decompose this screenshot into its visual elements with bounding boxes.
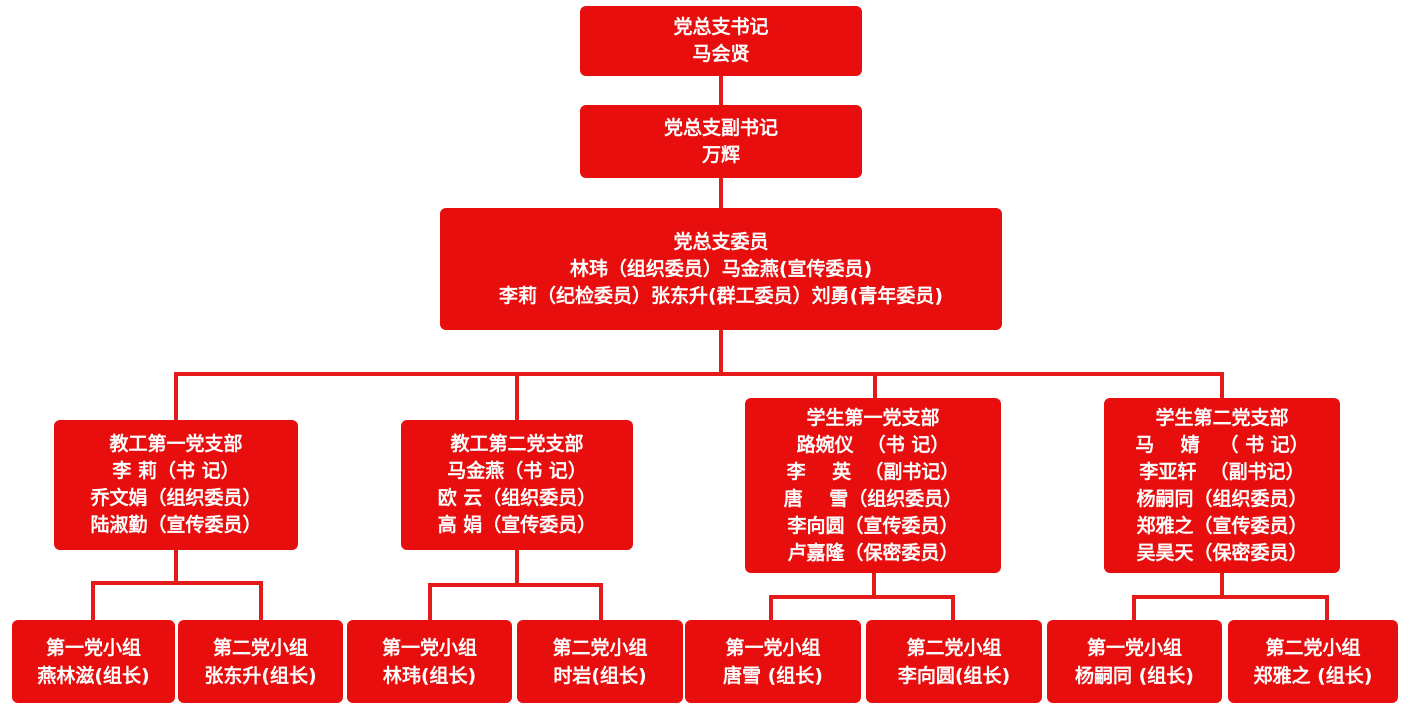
secretary-name: 马会贤 (692, 43, 750, 65)
group-leader: 郑雅之 (组长) (1253, 664, 1373, 687)
vice-secretary-name: 万辉 (701, 143, 740, 166)
branch-title: 教工第一党支部 (109, 433, 243, 455)
group-box: 第一党小组燕林滋(组长) (12, 620, 175, 703)
branch-member: 郑雅之（宣传委员） (1136, 514, 1308, 537)
group-name: 第二党小组 (552, 636, 648, 659)
secretary-title: 党总支书记 (673, 16, 769, 38)
group-box: 第二党小组郑雅之 (组长) (1228, 620, 1398, 703)
vice-secretary-box: 党总支副书记 万辉 (580, 105, 862, 178)
branch-member: 乔文娟（组织委员） (90, 487, 262, 509)
branch-member: 李向圆（宣传委员） (787, 514, 959, 537)
branch-title: 学生第二党支部 (1155, 406, 1289, 429)
branch-box-student-1: 学生第一党支部 路婉仪 （书 记） 李 英 （副书记） 唐 雪（组织委员） 李向… (745, 398, 1001, 573)
group-leader: 李向圆(组长) (897, 664, 1011, 687)
branch-member: 高 娟（宣传委员） (437, 514, 597, 536)
branch-member: 欧 云（组织委员） (437, 487, 597, 509)
branch-member: 李 英 （副书记） (786, 460, 960, 483)
branch-member: 李亚轩 （副书记） (1139, 460, 1305, 483)
group-leader: 林玮(组长) (382, 664, 477, 687)
group-name: 第一党小组 (1086, 636, 1182, 659)
group-leader: 燕林滋(组长) (37, 664, 150, 687)
group-name: 第一党小组 (725, 636, 821, 659)
committee-box: 党总支委员 林玮（组织委员）马金燕(宣传委员) 李莉（纪检委员）张东升(群工委员… (440, 208, 1002, 330)
branch-title: 学生第一党支部 (806, 406, 940, 429)
committee-line: 林玮（组织委员）马金燕(宣传委员) (569, 257, 873, 280)
branch-member: 李 莉（书 记） (112, 460, 240, 482)
group-leader: 时岩(组长) (553, 664, 647, 687)
group-name: 第一党小组 (381, 636, 477, 659)
branch-member: 杨嗣同（组织委员） (1136, 487, 1308, 510)
group-leader: 唐雪 (组长) (723, 664, 823, 687)
group-name: 第二党小组 (1265, 636, 1361, 659)
branch-member: 唐 雪（组织委员） (783, 487, 963, 510)
branch-member: 吴昊天（保密委员） (1136, 541, 1308, 564)
branch-member: 马 婧 （ 书 记） (1135, 433, 1309, 456)
branch-member: 陆淑勤（宣传委员） (90, 514, 262, 536)
branch-title: 教工第二党支部 (450, 433, 584, 455)
vice-secretary-title: 党总支副书记 (663, 116, 778, 139)
group-box: 第二党小组张东升(组长) (178, 620, 343, 703)
group-leader: 杨嗣同 (组长) (1075, 664, 1194, 687)
group-box: 第一党小组林玮(组长) (347, 620, 512, 703)
group-box: 第二党小组时岩(组长) (517, 620, 683, 703)
branch-member: 卢嘉隆（保密委员） (787, 541, 959, 564)
group-name: 第二党小组 (906, 636, 1002, 659)
group-box: 第二党小组李向圆(组长) (866, 620, 1042, 703)
branch-member: 路婉仪 （书 记） (796, 433, 950, 456)
group-name: 第一党小组 (45, 636, 141, 659)
secretary-box: 党总支书记 马会贤 (580, 6, 862, 76)
group-box: 第一党小组唐雪 (组长) (685, 620, 861, 703)
branch-box-staff-2: 教工第二党支部 马金燕（书 记） 欧 云（组织委员） 高 娟（宣传委员） (401, 420, 633, 550)
committee-title: 党总支委员 (673, 230, 769, 253)
branch-box-staff-1: 教工第一党支部 李 莉（书 记） 乔文娟（组织委员） 陆淑勤（宣传委员） (54, 420, 298, 550)
group-leader: 张东升(组长) (204, 664, 317, 687)
group-box: 第一党小组杨嗣同 (组长) (1047, 620, 1222, 703)
branch-member: 马金燕（书 记） (447, 460, 587, 482)
committee-line: 李莉（纪检委员）张东升(群工委员）刘勇(青年委员) (498, 284, 944, 307)
branch-box-student-2: 学生第二党支部 马 婧 （ 书 记） 李亚轩 （副书记） 杨嗣同（组织委员） 郑… (1104, 398, 1340, 573)
group-name: 第二党小组 (212, 636, 308, 659)
